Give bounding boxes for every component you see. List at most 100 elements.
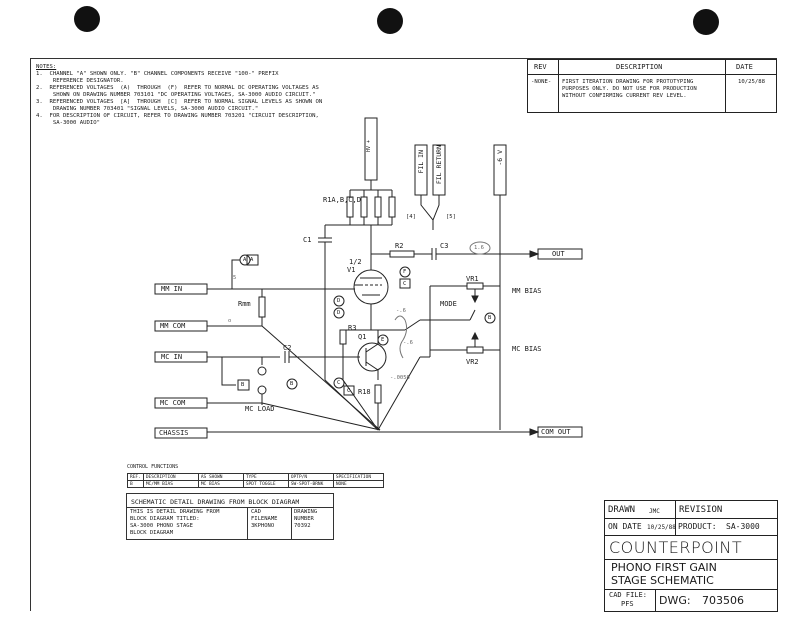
drawing-header: NUMBER <box>294 516 314 522</box>
r18-label: R18 <box>358 388 371 396</box>
vr2-trimmer <box>466 346 484 354</box>
ref-d-letter: D <box>337 298 341 304</box>
fil-in-label: FIL IN <box>417 150 425 174</box>
note-line: 2. REFERENCED VOLTAGES (A) THROUGH (F) R… <box>36 85 319 91</box>
rev-value: -NONE- <box>531 79 552 85</box>
out-label: OUT <box>552 250 565 258</box>
cf-cell: NONE <box>332 480 384 488</box>
handwritten-note: 1.6 <box>474 245 484 251</box>
sheet-border <box>30 58 777 611</box>
note-line: 4. FOR DESCRIPTION OF CIRCUIT, REFER TO … <box>36 113 319 119</box>
vr2-label: VR2 <box>466 358 479 366</box>
q1-label: Q1 <box>358 333 367 341</box>
ref-d2-letter: D <box>337 310 341 316</box>
handwritten-note: -.6 <box>396 308 406 314</box>
drawing-title-line2: STAGE SCHEMATIC <box>611 574 714 587</box>
date-header: DATE <box>736 63 753 71</box>
handwritten-note: -.0056 <box>390 375 410 381</box>
schematic-detail-title: SCHEMATIC DETAIL DRAWING FROM BLOCK DIAG… <box>131 498 300 506</box>
vr1-trimmer <box>466 282 484 290</box>
r18-resistor <box>374 384 382 404</box>
rev-header: REV <box>534 63 547 71</box>
note-line: 3. REFERENCED VOLTAGES [A] THROUGH [C] R… <box>36 99 323 105</box>
revision-label: REVISION <box>679 505 723 515</box>
r3-label: R3 <box>348 324 357 332</box>
dwg-number: 703506 <box>702 594 744 607</box>
ref-c-box-letter: C <box>403 281 407 287</box>
c2-label: C2 <box>283 344 292 352</box>
ref-b-circle <box>286 378 298 390</box>
q1-transistor <box>357 342 387 372</box>
company-name: COUNTERPOINT <box>609 538 743 557</box>
rmm-resistor <box>258 296 266 318</box>
v1-fraction-label: 1/2 <box>349 258 362 266</box>
ref-c2-box-letter: C <box>347 388 351 394</box>
mc-com-label: MC COM <box>160 399 186 407</box>
cf-header: DESCRIPTION <box>142 473 199 481</box>
pin-5-label: [5] <box>446 214 456 220</box>
cad-file-value: PFS <box>621 600 634 608</box>
r3-resistor <box>339 329 347 345</box>
cad-header: CAD <box>251 509 261 515</box>
cf-header: TYPE <box>242 473 289 481</box>
c1-label: C1 <box>303 236 312 244</box>
r1d-resistor <box>388 196 396 218</box>
product-value: SA-3000 <box>726 522 760 531</box>
dwg-label: DWG: <box>659 594 691 607</box>
note-line: REFERENCE DESIGNATOR. <box>36 78 124 84</box>
note-line: DRAWING NUMBER 703401 "SIGNAL LEVELS, SA… <box>36 106 259 112</box>
chassis-label: CHASSIS <box>159 429 189 437</box>
notes-header: NOTES: <box>36 64 57 70</box>
r2-resistor <box>389 250 415 258</box>
mm-bias-label: MM BIAS <box>512 287 542 295</box>
drawing-title-line1: PHONO FIRST GAIN <box>611 561 717 574</box>
cf-header: OPTP/N <box>287 473 334 481</box>
note-line: SA-3000 AUDIO" <box>36 120 100 126</box>
handwritten-note: o <box>228 318 232 324</box>
ref-f-letter: F <box>403 269 407 275</box>
ref-a-circle <box>239 254 251 266</box>
ref-a-box-letter: A <box>250 257 254 263</box>
cf-cell: SPDT TOGGLE <box>242 480 289 488</box>
schematic-detail-box: SCHEMATIC DETAIL DRAWING FROM BLOCK DIAG… <box>126 493 334 540</box>
cad-file-label: CAD FILE: <box>609 591 647 599</box>
drawing-header: DRAWING <box>294 509 318 515</box>
on-date-label: ON DATE <box>608 522 642 531</box>
control-functions-table: CONTROL FUNCTIONS REF. DESCRIPTION AS SH… <box>127 464 384 488</box>
com-out-label: COM OUT <box>541 428 571 436</box>
description-header: DESCRIPTION <box>616 63 663 71</box>
r2-label: R2 <box>395 242 404 250</box>
drawing-number-value: 70392 <box>294 523 311 529</box>
neg6v-label: -6 V <box>496 150 504 166</box>
mc-bias-label: MC BIAS <box>512 345 542 353</box>
detail-text: SA-3000 PHONO STAGE <box>130 523 193 529</box>
drawn-label: DRAWN <box>608 505 636 515</box>
ref-a-box <box>246 254 259 266</box>
cf-cell: MC BIAS <box>197 480 244 488</box>
detail-text: THIS IS DETAIL DRAWING FROM <box>130 509 220 515</box>
ref-b2-letter: B <box>488 315 492 321</box>
rmm-label: Rmm <box>238 300 251 308</box>
fil-return-label: FIL RETURN <box>435 145 443 185</box>
description-line: PURPOSES ONLY. DO NOT USE FOR PRODUCTION <box>562 86 697 92</box>
mc-in-label: MC IN <box>161 353 183 361</box>
ref-b-letter: B <box>290 381 294 387</box>
chassis-terminal <box>154 427 208 439</box>
mc-load-label: MC LOAD <box>245 405 275 413</box>
detail-text: BLOCK DIAGRAM <box>130 530 174 536</box>
control-functions-title: CONTROL FUNCTIONS <box>127 464 179 470</box>
cf-cell: B <box>127 480 144 488</box>
mm-com-label: MM COM <box>160 322 186 330</box>
pin-4-label: [4] <box>406 214 416 220</box>
r1b-resistor <box>360 196 368 218</box>
notes-block: NOTES: 1. CHANNEL "A" SHOWN ONLY. "B" CH… <box>36 64 506 127</box>
mode-label: MODE <box>440 300 457 308</box>
ref-b-box <box>237 379 250 391</box>
r1c-resistor <box>374 196 382 218</box>
punch-hole-left <box>74 6 100 32</box>
ref-a-letter: A <box>243 257 247 263</box>
cf-header: AS SHOWN <box>197 473 244 481</box>
revision-table: REV DESCRIPTION DATE -NONE- FIRST ITERAT… <box>527 59 777 113</box>
title-block: DRAWN JMC REVISION ON DATE 10/25/88 PROD… <box>604 500 778 612</box>
